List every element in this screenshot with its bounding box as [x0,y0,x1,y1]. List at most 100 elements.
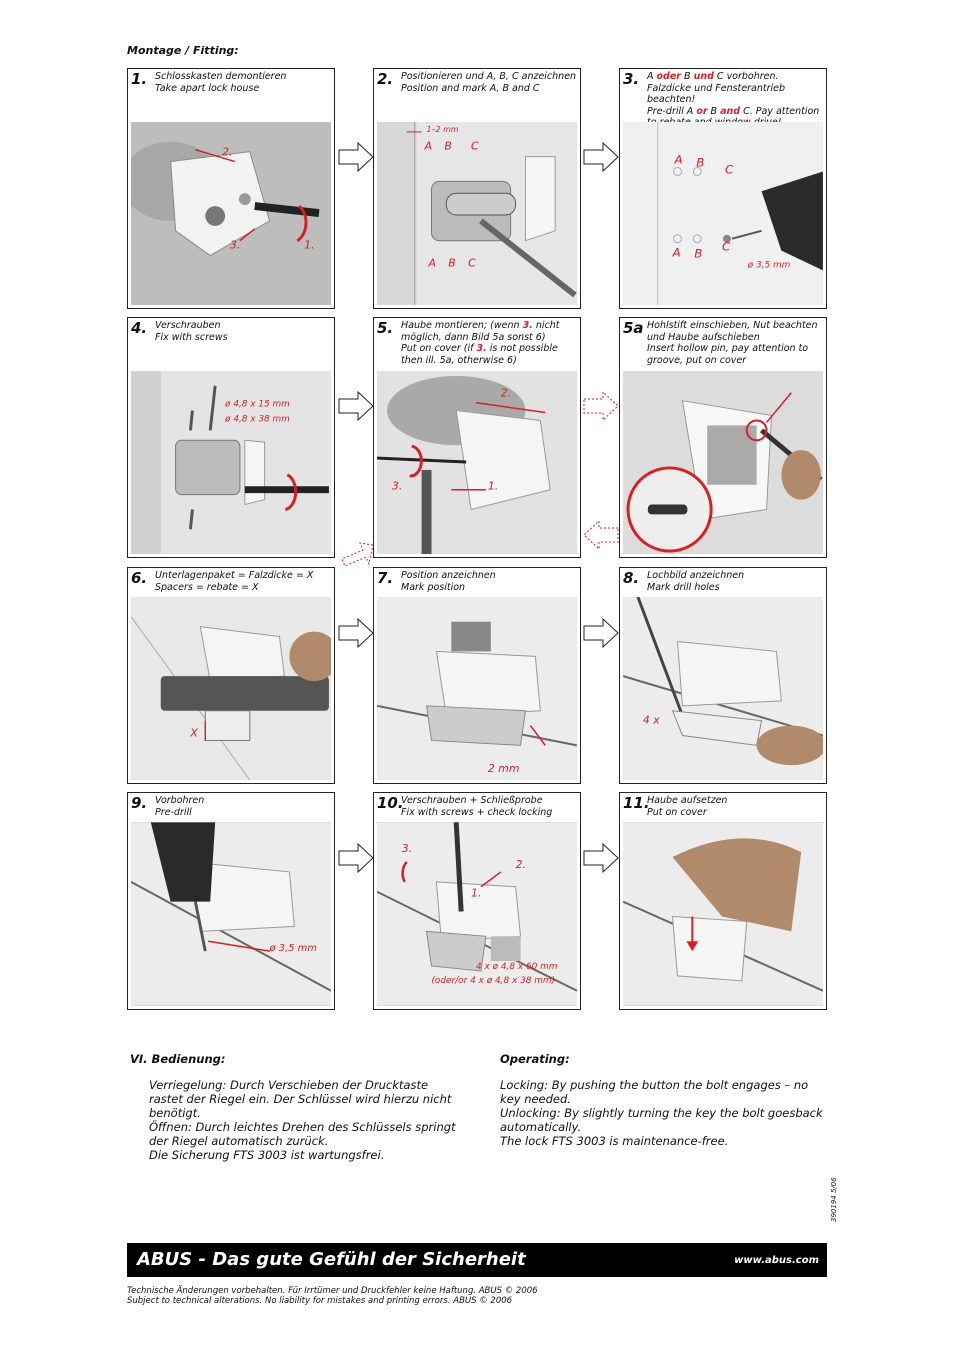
operating-en: Operating: Locking: By pushing the butto… [500,1052,830,1148]
step-panel-5a: 5a Hohlstift einschieben, Nut beachten u… [619,317,827,558]
step-photo: 2. 3. 1. [131,122,331,305]
svg-text:ø 3,5 mm: ø 3,5 mm [269,943,317,954]
label-1: 1. [304,239,314,252]
step-caption: Verschrauben Fix with screws [155,320,228,343]
photo-spacers: X [131,597,331,780]
step-caption: Lochbild anzeichnen Mark drill holes [647,570,745,593]
diagonal-arrow-icon [341,542,374,567]
label-2: 2. [222,146,232,159]
svg-text:2.: 2. [516,858,526,871]
step-photo [623,822,823,1006]
photo-remove-lock-house: 2. 3. 1. [131,122,331,305]
step-caption: Verschrauben + Schließprobe Fix with scr… [401,795,553,818]
svg-text:1.: 1. [471,887,481,900]
step-panel-11: 11. Haube aufsetzen Put on cover [619,792,827,1010]
step-caption: Position anzeichnen Mark position [401,570,496,593]
step-caption: Vorbohren Pre-drill [155,795,205,818]
step-panel-8: 8. Lochbild anzeichnen Mark drill holes … [619,567,827,784]
step-photo: A B C C A B ø 3,5 mm [623,122,823,305]
photo-mark-drill-holes: 4 x [623,597,823,780]
step-caption: A oder B und C vorbohren. Falzdicke und … [647,71,820,128]
step-photo: 2. 3. 1. [377,371,577,554]
step-photo: 4 x [623,597,823,780]
photo-fix-with-screws: ø 4,8 x 15 mm ø 4,8 x 38 mm [131,371,331,554]
svg-text:A: A [424,140,432,153]
step-number: 6. [131,569,148,587]
next-arrow-icon [338,843,374,873]
step-panel-4: 4. Verschrauben Fix with screws ø 4,8 x … [127,317,335,558]
step-photo: ø 4,8 x 15 mm ø 4,8 x 38 mm [131,371,331,554]
svg-text:ø 4,8 x 15 mm: ø 4,8 x 15 mm [224,400,290,410]
svg-text:2.: 2. [501,387,511,400]
next-arrow-icon [583,142,619,172]
step-number: 9. [131,794,148,812]
step-panel-9: 9. Vorbohren Pre-drill ø 3,5 mm [127,792,335,1010]
svg-text:A: A [672,246,681,260]
brand-slogan: ABUS - Das gute Gefühl der Sicherheit [137,1249,526,1270]
step-number: 7. [377,569,394,587]
step-photo: 2 mm [377,597,577,780]
step-caption: Schlosskasten demontieren Take apart loc… [155,71,287,94]
photo-put-on-cover: 2. 3. 1. [377,371,577,554]
photo-put-on-cover-final [623,822,823,1006]
step-panel-2: 2. Positionieren und A, B, C anzeichnen … [373,68,581,309]
return-arrow-icon [583,520,619,550]
svg-text:2 mm: 2 mm [488,762,520,775]
section-title: Montage / Fitting: [127,44,239,57]
document-number: 390194 5/06 [830,1177,838,1222]
svg-text:(oder/or 4 x ø 4,8 x 38 mm): (oder/or 4 x ø 4,8 x 38 mm) [431,976,555,986]
svg-text:4 x: 4 x [643,714,660,727]
operating-heading-de: VI. Bedienung: [130,1052,226,1066]
step-panel-5: 5. Haube montieren; (wenn 3. nicht mögli… [373,317,581,558]
step-caption: Hohlstift einschieben, Nut beachten und … [647,320,818,366]
step-photo: 3. 2. 1. 4 x ø 4,8 x 60 mm (oder/or 4 x … [377,822,577,1006]
photo-position-and-mark: 1–2 mm A B C A B C [377,122,577,305]
svg-text:C: C [471,140,479,153]
step-panel-7: 7. Position anzeichnen Mark position 2 m… [373,567,581,784]
svg-text:C: C [468,256,476,269]
step-number: 4. [131,319,148,337]
step-caption: Unterlagenpaket = Falzdicke = X Spacers … [155,570,314,593]
svg-text:B: B [448,256,455,269]
step-panel-10: 10. Verschrauben + Schließprobe Fix with… [373,792,581,1010]
step-number: 2. [377,70,394,88]
next-arrow-icon [338,391,374,421]
svg-text:X: X [189,726,198,739]
step-panel-6: 6. Unterlagenpaket = Falzdicke = X Space… [127,567,335,784]
svg-text:C: C [725,162,734,176]
optional-arrow-icon [583,391,619,421]
website-link[interactable]: www.abus.com [734,1255,819,1266]
operating-de: VI. Bedienung: Verriegelung: Durch Versc… [130,1052,460,1162]
step-photo: ø 3,5 mm [131,822,331,1006]
step-photo: X [131,597,331,780]
photo-pre-drill: A B C C A B ø 3,5 mm [623,122,823,305]
svg-text:B: B [696,156,704,170]
next-arrow-icon [583,843,619,873]
step-number: 11. [623,794,650,812]
svg-text:A: A [428,256,436,269]
step-photo: 1–2 mm A B C A B C [377,122,577,305]
photo-pre-drill-frame: ø 3,5 mm [131,822,331,1006]
svg-text:B: B [444,140,451,153]
step-panel-1: 1. Schlosskasten demontieren Take apart … [127,68,335,309]
label-3: 3. [230,239,240,252]
disclaimer: Technische Änderungen vorbehalten. Für I… [127,1286,538,1306]
step-panel-3: 3. A oder B und C vorbohren. Falzdicke u… [619,68,827,309]
svg-text:1.: 1. [488,480,498,493]
next-arrow-icon [338,142,374,172]
step-number: 10. [377,794,404,812]
photo-mark-position: 2 mm [377,597,577,780]
step-photo [623,371,823,554]
step-number: 5a [623,319,644,337]
step-caption: Positionieren und A, B, C anzeichnen Pos… [401,71,577,94]
label-gap: 1–2 mm [427,125,459,134]
operating-body-en: Locking: By pushing the button the bolt … [500,1078,823,1148]
svg-text:C: C [722,240,731,254]
svg-text:ø 3,5 mm: ø 3,5 mm [747,260,791,270]
step-number: 8. [623,569,640,587]
svg-text:B: B [694,247,702,261]
step-number: 1. [131,70,148,88]
svg-text:3.: 3. [392,480,402,493]
step-caption: Haube aufsetzen Put on cover [647,795,728,818]
operating-body-de: Verriegelung: Durch Verschieben der Druc… [149,1078,456,1162]
